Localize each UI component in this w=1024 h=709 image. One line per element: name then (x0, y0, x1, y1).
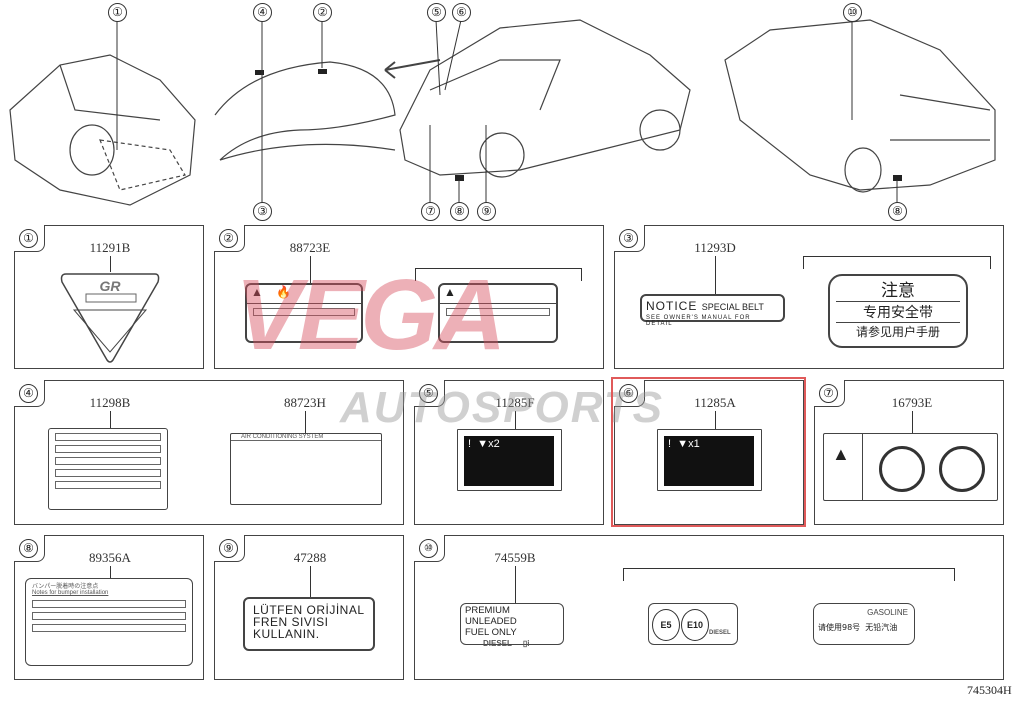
part-number: 11298B (89, 395, 131, 410)
no-child-seat-icon: ▲ (823, 433, 998, 501)
callout-6: ⑥ (452, 3, 471, 22)
car-front-view (9, 54, 196, 206)
panel-gr-emblem-label: ① 11291B GR (14, 225, 204, 369)
callout-2: ② (313, 3, 332, 22)
panel-coolant-label-x2: ⑤ 11285F ! ▼x2 (414, 380, 604, 525)
car-rear-view (724, 19, 996, 193)
premium-fuel-label: PREMIUM UNLEADED FUEL ONLY DIESEL ▯i (460, 603, 564, 648)
part-number: 16793E (891, 395, 933, 410)
chinese-notice-label: 注意 专用安全带 请参见用户手册 (828, 274, 968, 348)
coolant-warning-icon: ! ▼x1 (657, 429, 762, 491)
hood-view (214, 61, 396, 161)
panel-number: ② (219, 229, 238, 248)
panel-seatbelt-notice-label: ③ 11293D NOTICE SPECIAL BELT SEE OWNER'S… (614, 225, 1004, 369)
bumper-note-label: バンパー脱着時の注意点 Notes for bumper installatio… (25, 578, 193, 666)
panel-number: ⑥ (619, 384, 638, 403)
svg-text:GR: GR (100, 278, 122, 294)
callout-4: ④ (253, 3, 272, 22)
panel-engine-compartment-label: ② 88723E ▲ 🔥 ▲ (214, 225, 604, 369)
callout-10: ⑩ (843, 3, 862, 22)
brake-fluid-label: LÜTFEN ORİJİNAL FREN SIVISI KULLANIN. (243, 597, 375, 651)
car-side-view (399, 19, 691, 178)
e5-e10-fuel-label: E5 E10 DIESEL (648, 603, 738, 645)
panel-number: ⑧ (19, 539, 38, 558)
panel-number: ③ (619, 229, 638, 248)
panel-coolant-label-x1[interactable]: ⑥ 11285A ! ▼x1 (614, 380, 804, 525)
callout-8: ⑧ (450, 202, 469, 221)
part-number: 11285A (694, 395, 736, 410)
part-number: 11291B (89, 240, 131, 255)
notice-label: NOTICE SPECIAL BELT SEE OWNER'S MANUAL F… (640, 294, 785, 327)
part-number: 89356A (89, 550, 131, 565)
gr-emblem-icon: GR (60, 273, 160, 363)
panel-number: ⑨ (219, 539, 238, 558)
part-number-2: 88723H (284, 395, 326, 410)
panel-fuel-labels: ⑩ 74559B PREMIUM UNLEADED FUEL ONLY DIES… (414, 535, 1004, 680)
callout-9: ⑨ (477, 202, 496, 221)
callout-8-rear: ⑧ (888, 202, 907, 221)
part-number: 11285F (495, 395, 535, 410)
panel-number: ⑤ (419, 384, 438, 403)
part-number: 74559B (494, 550, 536, 565)
panel-number: ① (19, 229, 38, 248)
part-number: 88723E (289, 240, 331, 255)
coolant-warning-icon: ! ▼x2 (457, 429, 562, 491)
callout-3: ③ (253, 202, 272, 221)
callout-5: ⑤ (427, 3, 446, 22)
panel-bumper-note-label: ⑧ 89356A バンパー脱着時の注意点 Notes for bumper in… (14, 535, 204, 680)
panel-number: ④ (19, 384, 38, 403)
refrigerant-label-icon (48, 428, 168, 510)
gasoline-chinese-label: GASOLINE 请使用98号 无铅汽油 (813, 603, 915, 645)
panel-number: ⑦ (819, 384, 838, 403)
vehicle-illustrations (9, 19, 996, 206)
panel-number: ⑩ (419, 539, 438, 558)
warning-label-icon: ▲ 🔥 (245, 283, 363, 343)
panel-ac-labels: ④ 11298B 88723H AIR CONDITIONING SYSTEM (14, 380, 404, 525)
ac-system-label: AIR CONDITIONING SYSTEM (230, 433, 382, 505)
part-number: 11293D (694, 240, 736, 255)
warning-label-variant-icon: ▲ (438, 283, 558, 343)
panel-airbag-warning-label: ⑦ 16793E ▲ (814, 380, 1004, 525)
panel-brake-fluid-label: ⑨ 47288 LÜTFEN ORİJİNAL FREN SIVISI KULL… (214, 535, 404, 680)
callout-1: ① (108, 3, 127, 22)
figure-id: 745304H (967, 683, 1012, 697)
part-number: 47288 (293, 550, 327, 565)
callout-7: ⑦ (421, 202, 440, 221)
